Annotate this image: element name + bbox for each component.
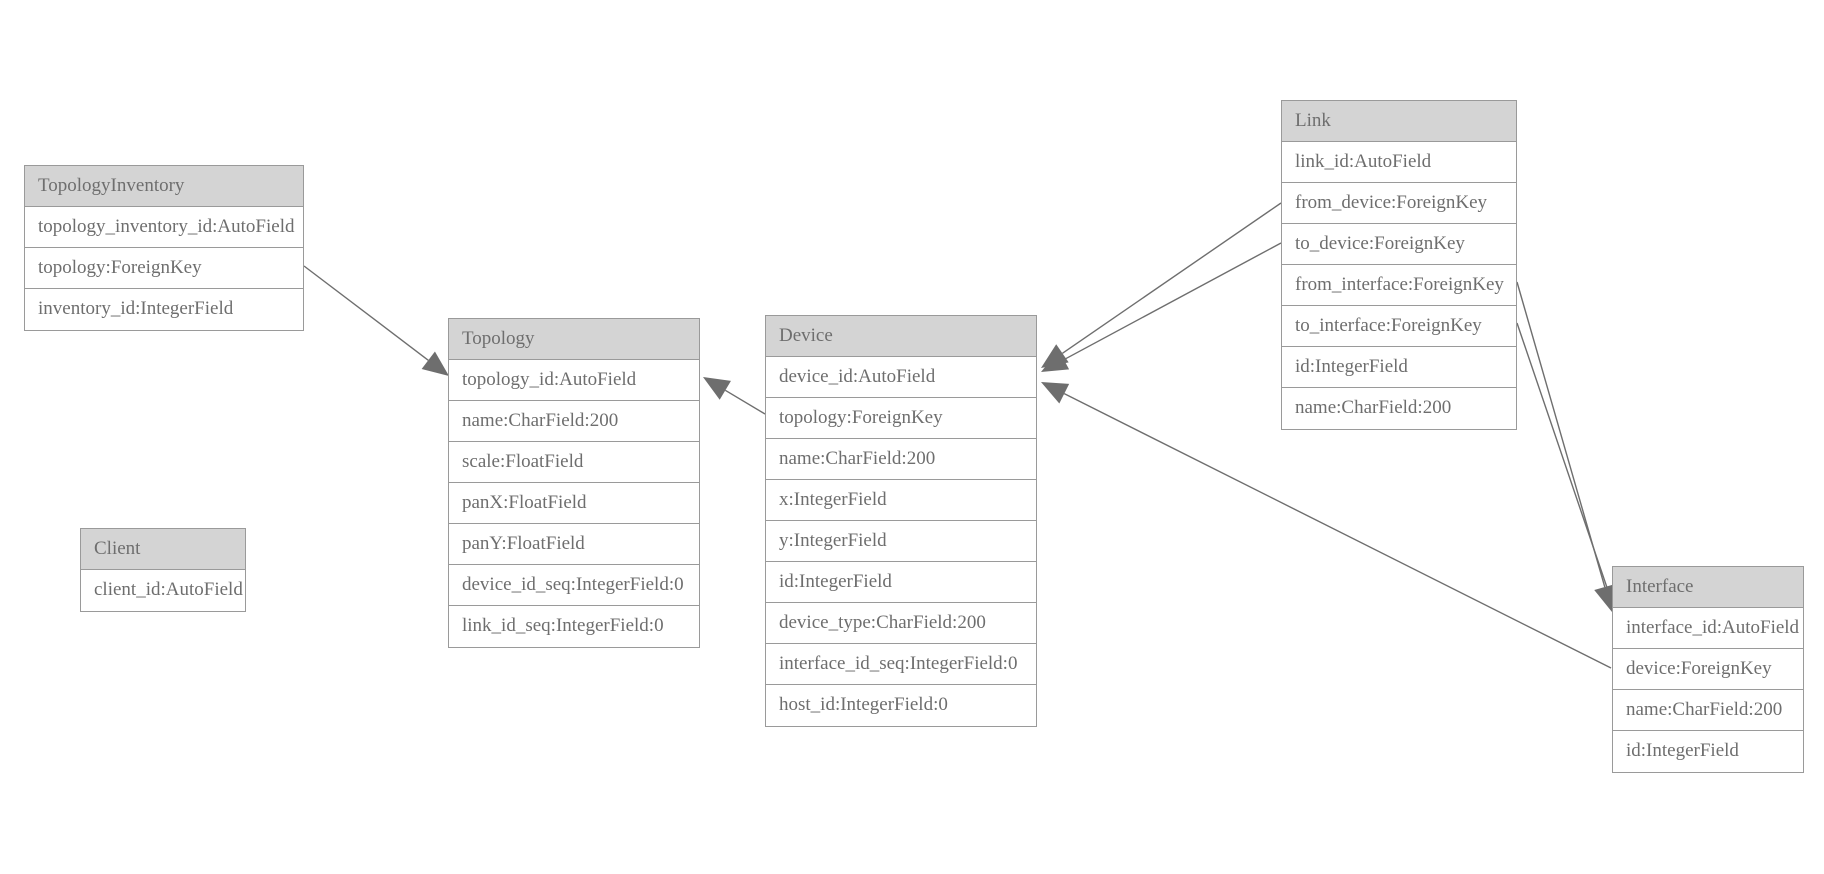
entity-field: id:IntegerField — [766, 562, 1036, 603]
entity-field: from_device:ForeignKey — [1282, 183, 1516, 224]
entity-field: name:CharField:200 — [1613, 690, 1803, 731]
edge-line — [1516, 322, 1609, 590]
edge-line — [303, 265, 429, 361]
edge-arrowhead-icon — [1041, 344, 1069, 368]
entity-field: device_id:AutoField — [766, 357, 1036, 398]
entity-title-device: Device — [766, 316, 1036, 357]
entity-field: interface_id:AutoField — [1613, 608, 1803, 649]
entity-field: host_id:IntegerField:0 — [766, 685, 1036, 726]
entity-field: link_id_seq:IntegerField:0 — [449, 606, 699, 647]
entity-title-topology: Topology — [449, 319, 699, 360]
entity-field: name:CharField:200 — [1282, 388, 1516, 429]
entity-field: link_id:AutoField — [1282, 142, 1516, 183]
relationship-edge-rel-link-from-interface — [1516, 281, 1616, 612]
entity-field: id:IntegerField — [1613, 731, 1803, 772]
entity-field: name:CharField:200 — [449, 401, 699, 442]
relationship-edge-rel-device-topology — [703, 377, 766, 415]
edge-arrowhead-icon — [1041, 382, 1070, 404]
relationship-edge-rel-link-from-device — [1041, 202, 1282, 368]
entity-title-client: Client — [81, 529, 245, 570]
entity-title-topology_inventory: TopologyInventory — [25, 166, 303, 207]
edge-arrowhead-icon — [1041, 350, 1070, 372]
entity-title-interface: Interface — [1613, 567, 1803, 608]
relationship-edge-rel-link-to-device — [1041, 242, 1282, 372]
entity-field: inventory_id:IntegerField — [25, 289, 303, 330]
entity-field: device_id_seq:IntegerField:0 — [449, 565, 699, 606]
entity-field: client_id:AutoField — [81, 570, 245, 611]
relationship-edge-rel-topologyinventory-topology — [303, 265, 449, 376]
entity-field: topology_inventory_id:AutoField — [25, 207, 303, 248]
entity-field: from_interface:ForeignKey — [1282, 265, 1516, 306]
entity-field: topology:ForeignKey — [25, 248, 303, 289]
entity-field: topology_id:AutoField — [449, 360, 699, 401]
edge-line — [1062, 202, 1282, 354]
entity-field: to_interface:ForeignKey — [1282, 306, 1516, 347]
entity-field: name:CharField:200 — [766, 439, 1036, 480]
edge-line — [724, 389, 766, 415]
entity-field: id:IntegerField — [1282, 347, 1516, 388]
entity-field: y:IntegerField — [766, 521, 1036, 562]
relationship-edge-rel-link-to-interface — [1516, 322, 1619, 614]
entity-title-link: Link — [1282, 101, 1516, 142]
edge-line — [1063, 242, 1282, 361]
entity-field: device_type:CharField:200 — [766, 603, 1036, 644]
entity-field: panY:FloatField — [449, 524, 699, 565]
entity-field: to_device:ForeignKey — [1282, 224, 1516, 265]
entity-field: panX:FloatField — [449, 483, 699, 524]
entity-field: device:ForeignKey — [1613, 649, 1803, 690]
entity-field: interface_id_seq:IntegerField:0 — [766, 644, 1036, 685]
edge-arrowhead-icon — [421, 351, 449, 376]
entity-field: topology:ForeignKey — [766, 398, 1036, 439]
edge-line — [1516, 281, 1606, 588]
edge-arrowhead-icon — [703, 377, 731, 400]
entity-field: scale:FloatField — [449, 442, 699, 483]
entity-field: x:IntegerField — [766, 480, 1036, 521]
edge-line — [1063, 393, 1612, 669]
